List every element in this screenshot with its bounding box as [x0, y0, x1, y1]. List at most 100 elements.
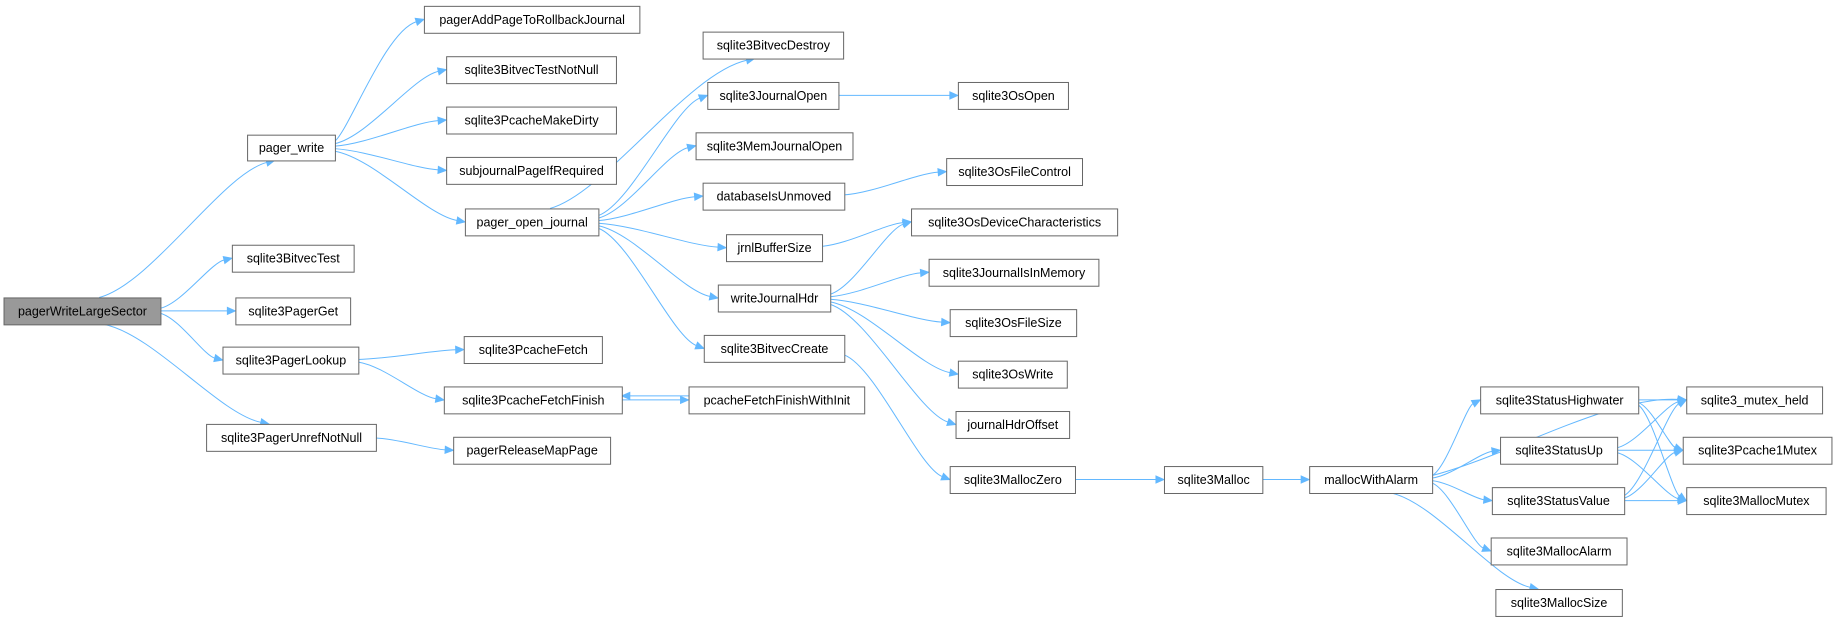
function-node-sqlite3JournalOpen[interactable]: sqlite3JournalOpen	[707, 81, 840, 110]
function-node-sqlite3MallocAlarm[interactable]: sqlite3MallocAlarm	[1490, 537, 1628, 566]
edge-line	[598, 222, 719, 248]
function-node-sqlite3MallocSize[interactable]: sqlite3MallocSize	[1495, 589, 1623, 617]
edge-line	[1432, 480, 1484, 501]
call-edge	[830, 220, 913, 295]
function-node-sqlite3MallocMutex[interactable]: sqlite3MallocMutex	[1686, 487, 1827, 516]
call-edge	[1431, 399, 1482, 476]
call-edge	[598, 222, 728, 252]
function-node-mallocWithAlarm[interactable]: mallocWithAlarm	[1309, 466, 1434, 494]
arrowhead	[693, 192, 704, 202]
edge-line	[830, 223, 904, 295]
function-node-pager_write[interactable]: pager_write	[247, 134, 336, 162]
function-node-pager_open_journal[interactable]: pager_open_journal	[464, 208, 600, 237]
edge-line	[1617, 401, 1679, 449]
function-node-sqlite3PagerLookup[interactable]: sqlite3PagerLookup	[222, 346, 360, 375]
edge-line	[1638, 401, 1676, 449]
function-node-sqlite3PcacheMakeDirty[interactable]: sqlite3PcacheMakeDirty	[446, 106, 617, 135]
function-node-sqlite3PagerUnrefNotNull[interactable]: sqlite3PagerUnrefNotNull	[206, 423, 377, 452]
edge-line	[821, 222, 904, 247]
node-box	[1500, 436, 1619, 465]
function-node-sqlite3PagerGet[interactable]: sqlite3PagerGet	[235, 297, 352, 326]
function-node-sqlite3BitvecTest[interactable]: sqlite3BitvecTest	[231, 244, 355, 273]
call-edge	[598, 143, 697, 219]
arrowhead	[708, 292, 720, 301]
function-node-sqlite3PcacheFetch[interactable]: sqlite3PcacheFetch	[463, 336, 603, 365]
function-node-sqlite3Malloc[interactable]: sqlite3Malloc	[1163, 466, 1264, 494]
node-box	[1682, 436, 1833, 465]
function-node-sqlite3BitvecCreate[interactable]: sqlite3BitvecCreate	[703, 334, 846, 363]
function-node-sqlite3OsWrite[interactable]: sqlite3OsWrite	[957, 360, 1068, 389]
node-box	[1309, 466, 1434, 494]
function-node-journalHdrOffset[interactable]: journalHdrOffset	[955, 411, 1071, 439]
call-edge	[830, 298, 951, 327]
edge-line	[598, 227, 697, 346]
arrowhead	[919, 268, 930, 278]
edge-line	[844, 171, 939, 196]
function-node-sqlite3StatusValue[interactable]: sqlite3StatusValue	[1491, 487, 1626, 516]
function-node-subjournalPageIfRequired[interactable]: subjournalPageIfRequired	[446, 156, 617, 185]
function-node-sqlite3JournalIsInMemory[interactable]: sqlite3JournalIsInMemory	[928, 258, 1100, 287]
function-node-sqlite3OsFileControl[interactable]: sqlite3OsFileControl	[946, 158, 1084, 187]
function-node-databaseIsUnmoved[interactable]: databaseIsUnmoved	[702, 182, 846, 211]
arrowhead	[949, 91, 960, 100]
function-node-sqlite3MallocZero[interactable]: sqlite3MallocZero	[949, 466, 1076, 494]
node-label: sqlite3OsFileControl	[958, 165, 1071, 179]
function-node-sqlite3OsOpen[interactable]: sqlite3OsOpen	[957, 81, 1069, 110]
function-node-sqlite3Pcache1Mutex[interactable]: sqlite3Pcache1Mutex	[1682, 436, 1833, 465]
edge-line	[830, 272, 921, 298]
edge-line	[1617, 452, 1679, 500]
call-edge	[334, 150, 467, 225]
arrowhead	[620, 391, 631, 401]
function-nodes: pagerWriteLargeSector pager_write pagerAdd…	[3, 5, 1833, 617]
node-box	[453, 436, 612, 465]
arrowhead	[437, 116, 448, 125]
edge-line	[334, 21, 417, 142]
function-node-sqlite3OsFileSize[interactable]: sqlite3OsFileSize	[949, 309, 1078, 338]
node-box	[726, 234, 824, 263]
call-edge	[334, 17, 426, 142]
function-node-pagerWriteLargeSector[interactable]: pagerWriteLargeSector	[3, 297, 162, 326]
arrowhead	[680, 395, 690, 405]
call-edge	[334, 67, 448, 145]
call-edge	[1624, 448, 1684, 499]
function-node-pcacheFetchFinishWithInit[interactable]: pcacheFetchFinishWithInit	[688, 386, 866, 415]
edge-line	[830, 303, 949, 423]
function-node-sqlite3MemJournalOpen[interactable]: sqlite3MemJournalOpen	[695, 132, 854, 161]
node-box	[3, 297, 162, 326]
call-edge	[821, 218, 913, 247]
edge-line	[104, 323, 261, 423]
node-box	[717, 284, 832, 313]
edge-line	[334, 70, 439, 145]
call-edge	[160, 255, 234, 309]
node-box	[206, 423, 377, 452]
call-edge	[160, 306, 237, 316]
call-edge	[1431, 482, 1492, 552]
node-label: pcacheFetchFinishWithInit	[704, 393, 851, 407]
call-edge	[1074, 475, 1166, 484]
function-node-sqlite3BitvecDestroy[interactable]: sqlite3BitvecDestroy	[702, 31, 845, 60]
function-node-sqlite3_mutex_held[interactable]: sqlite3_mutex_held	[1686, 386, 1824, 415]
node-label: sqlite3PagerGet	[248, 304, 338, 318]
node-box	[464, 208, 600, 237]
function-node-jrnlBufferSize[interactable]: jrnlBufferSize	[726, 234, 824, 263]
function-node-pagerAddPageToRollbackJournal[interactable]: pagerAddPageToRollbackJournal	[423, 5, 641, 34]
arrowhead	[697, 94, 709, 103]
function-node-sqlite3OsDeviceCharacteristics[interactable]: sqlite3OsDeviceCharacteristics	[911, 208, 1119, 237]
arrowhead	[946, 417, 957, 426]
node-box	[463, 336, 603, 365]
arrowhead	[436, 67, 448, 76]
node-label: sqlite3MallocMutex	[1703, 494, 1810, 508]
call-edge	[358, 345, 465, 361]
call-edge	[99, 158, 276, 298]
function-node-writeJournalHdr[interactable]: writeJournalHdr	[717, 284, 832, 313]
call-edge	[844, 167, 948, 196]
function-node-sqlite3StatusHighwater[interactable]: sqlite3StatusHighwater	[1480, 386, 1640, 415]
call-edge	[1262, 475, 1311, 484]
function-node-pagerReleaseMapPage[interactable]: pagerReleaseMapPage	[453, 436, 612, 465]
edge-line	[598, 147, 688, 219]
arrowhead	[434, 394, 446, 403]
function-node-sqlite3PcacheFetchFinish[interactable]: sqlite3PcacheFetchFinish	[443, 386, 623, 415]
function-node-sqlite3BitvecTestNotNull[interactable]: sqlite3BitvecTestNotNull	[446, 56, 617, 85]
function-node-sqlite3StatusUp[interactable]: sqlite3StatusUp	[1500, 436, 1619, 465]
